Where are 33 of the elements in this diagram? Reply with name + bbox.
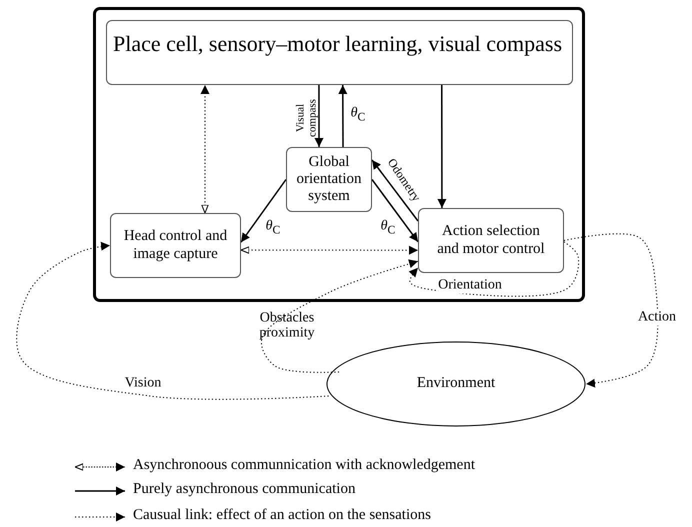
node-label: Global orientation system bbox=[296, 154, 362, 206]
arrow bbox=[437, 85, 446, 208]
arrow bbox=[240, 179, 287, 243]
system-frame bbox=[93, 7, 585, 302]
edge-label: Obstacles proximity bbox=[258, 311, 316, 341]
arrow bbox=[338, 85, 348, 147]
dotted-arrow bbox=[260, 259, 418, 373]
arrow bbox=[371, 160, 419, 222]
module-box bbox=[106, 20, 573, 85]
dotted-arrow bbox=[200, 84, 210, 214]
arrow bbox=[314, 85, 324, 147]
arrow bbox=[371, 179, 419, 242]
module-box bbox=[110, 213, 241, 278]
edge-label: θ$_{C}$ bbox=[380, 219, 396, 237]
legend-label: Asynchronoous communnication with acknowledgement bbox=[133, 457, 476, 474]
edge-label: θ$_{C}$ bbox=[350, 106, 366, 124]
module-box bbox=[286, 147, 372, 212]
node-label: Action selection and motor control bbox=[436, 223, 546, 258]
node-label: Place cell, sensory–motor learning, visual compass bbox=[113, 31, 562, 56]
edge-label: θ$_{C}$ bbox=[266, 219, 280, 237]
dotted-arrow bbox=[408, 241, 580, 297]
node-label: Environment bbox=[416, 375, 496, 393]
edge-label: Action bbox=[638, 310, 676, 326]
dotted-arrow bbox=[16, 242, 330, 400]
legend-label: Causual link: effect of an action on the sensations bbox=[133, 507, 431, 524]
dotted-arrow bbox=[564, 233, 658, 388]
dotted-arrow bbox=[240, 246, 418, 255]
node-label: Head control and image capture bbox=[122, 228, 228, 263]
module-box bbox=[418, 208, 564, 273]
edge-label: Visual compass bbox=[295, 98, 319, 139]
environment-ellipse bbox=[326, 341, 586, 427]
legend-label: Purely asynchronous communication bbox=[133, 481, 356, 498]
edge-label: Orientation bbox=[438, 278, 502, 294]
